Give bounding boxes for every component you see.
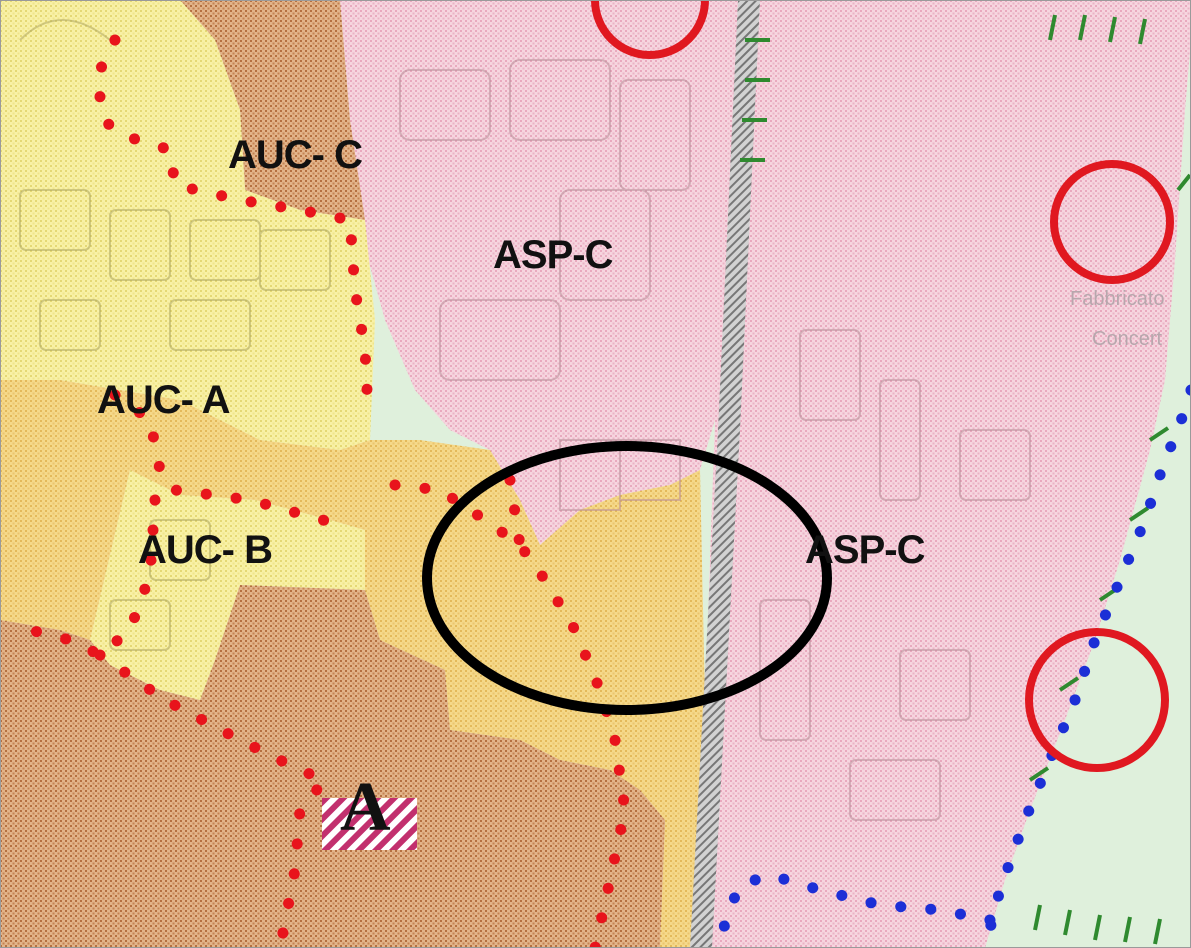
auc-b-yellow-zone xyxy=(90,470,365,700)
railway-line xyxy=(690,0,760,948)
blue-dotted-boundary xyxy=(716,384,1191,948)
lower-brown-zone xyxy=(0,585,665,948)
zone-label-auc-c: AUC- C xyxy=(228,133,362,177)
red-dotted-boundary xyxy=(24,34,631,948)
zone-label-asp-c-upper: ASP-C xyxy=(493,233,613,277)
zone-label-auc-a: AUC- A xyxy=(97,378,230,422)
red-circle-right-lower xyxy=(1025,628,1169,772)
auc-a-orange-zone xyxy=(0,380,705,948)
zone-label-asp-c-right: ASP-C xyxy=(805,528,925,572)
marker-label-a: A xyxy=(340,769,391,846)
yellow-block-outlines xyxy=(19,19,331,651)
black-ellipse-annotation xyxy=(422,441,832,715)
asp-c-pink-zone xyxy=(340,0,1191,948)
auc-yellow-zones xyxy=(0,0,375,450)
hatched-marker xyxy=(322,798,417,850)
zone-label-auc-b: AUC- B xyxy=(138,528,272,572)
faded-label-line2: Concert xyxy=(1092,328,1162,350)
red-circle-top xyxy=(591,0,709,59)
faded-label-line1: Fabbricato xyxy=(1070,288,1165,310)
auc-c-brown-zone xyxy=(180,0,365,220)
building-outlines xyxy=(399,59,1031,821)
red-circle-right-upper xyxy=(1050,160,1174,284)
